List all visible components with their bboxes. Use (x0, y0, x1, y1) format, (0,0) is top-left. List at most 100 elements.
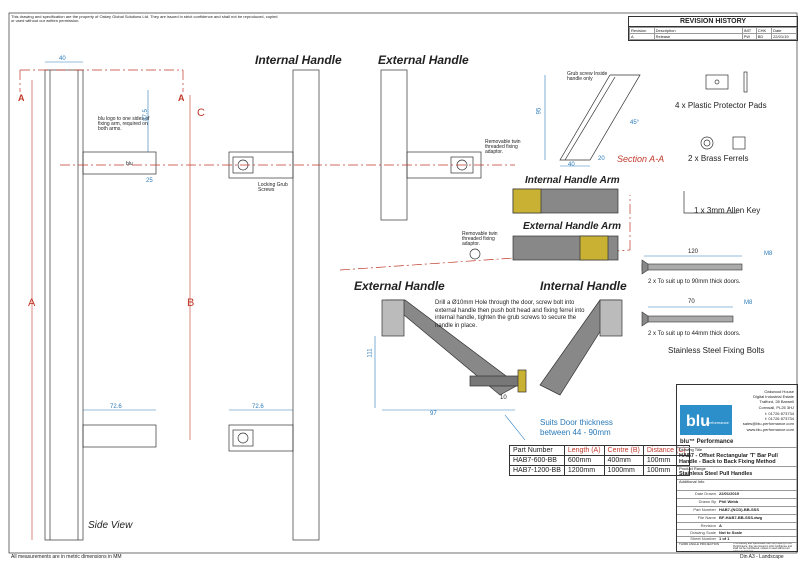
accessory-icons (683, 71, 748, 214)
dim-m8-long: M8 (764, 251, 773, 257)
drawing-title-label: Drawing Title (679, 447, 703, 452)
pt-h1: Length (A) (563, 445, 605, 456)
external-handle-bar (380, 69, 482, 221)
field-value-2: HAB7-(NCD)-BB-SSS (719, 507, 759, 512)
pt-r1c0: HAB7-1200-BB (509, 465, 565, 476)
addr-2: Trafford, 28 Barwell (759, 399, 794, 405)
pt-h0: Part Number (509, 445, 565, 456)
contact-1: f: 01726 873734 (765, 416, 794, 422)
arm-graphics (469, 188, 619, 261)
grub-screw-note: Grub screw Inside handle only (567, 71, 608, 82)
dim-m8-short: M8 (744, 300, 753, 306)
pt-r0c1: 600mm (563, 455, 605, 466)
field-label-6: Sheet Number (690, 536, 716, 541)
dim-25: 25 (146, 178, 153, 184)
external-handle-title-2: External Handle (354, 279, 445, 293)
pt-r1c1: 1200mm (563, 465, 605, 476)
pt-r1c2: 1000mm (603, 465, 644, 476)
adaptor-note-2: Removable twin threaded fixing adaptor. (462, 231, 498, 247)
ferrels-label: 2 x Brass Ferrels (688, 154, 749, 163)
rev-r0c0: A (629, 33, 655, 40)
title-block: Oakwood House Digital Industrial Estate … (676, 384, 798, 552)
field-label-3: File Name (697, 515, 716, 520)
revision-title: REVISION HISTORY (629, 17, 797, 27)
field-label-5: Drawing Scale (690, 530, 716, 535)
company-contact: t: 01726 873734 f: 01726 873734 sales@bl… (743, 411, 794, 432)
addr-0: Oakwood House (764, 389, 794, 394)
external-arm-title: External Handle Arm (523, 221, 621, 232)
field-value-5: Not to Scale (719, 530, 743, 535)
product-range: Stainless Steel Pull Handles (679, 471, 753, 477)
footer-sheet-size: Din A3 - Landscape (740, 554, 784, 560)
footer-measurement-note: All measurements are in metric dimension… (11, 554, 122, 560)
copyright-note: This drawing and specification are the p… (733, 543, 792, 551)
dim-label-c: C (197, 107, 205, 119)
dim-20: 20 (598, 156, 605, 162)
blu-logo-mark: blu (126, 161, 133, 167)
brand-logo: blu Performance (680, 405, 732, 435)
dim-40-section: 40 (568, 162, 575, 168)
pt-h2: Centre (B) (603, 445, 644, 456)
dim-70: 70 (688, 299, 695, 305)
addr-1: Digital Industrial Estate (753, 394, 794, 400)
field-value-4: A (719, 523, 722, 528)
dim-95: 95 (536, 107, 543, 115)
field-value-0: 22/01/2019 (719, 491, 740, 496)
addr-3: Cornwall, PL25 3HJ (758, 404, 794, 410)
bolts-title: Stainless Steel Fixing Bolts (668, 346, 765, 355)
rev-r0c4: 22/01/19 (771, 33, 797, 40)
pads-label: 4 x Plastic Protector Pads (675, 101, 767, 110)
drill-note: Drill a Ø10mm Hole through the door, scr… (435, 300, 585, 329)
adaptor-note: Removable twin threaded fixing adaptor. (485, 139, 521, 155)
drawing-title: HAB7 - Offset Rectangular 'T' Bar Pull H… (679, 453, 778, 466)
side-view-bar (44, 69, 157, 541)
brand-name: blu™ Performance (680, 439, 734, 445)
company-address: Oakwood House Digital Industrial Estate … (753, 389, 794, 410)
dim-72-6-internal: 72.6 (252, 404, 264, 410)
field-value-3: BF-HAB7-BB-SSS.dwg (719, 515, 763, 520)
rev-r0c2: PW (741, 33, 757, 40)
additional-info-label: Additional Info (679, 479, 705, 484)
section-a-a (559, 74, 641, 161)
dim-40: 40 (59, 56, 66, 62)
section-marker-left: A (18, 93, 25, 103)
dim-97: 97 (430, 411, 437, 417)
dim-45-deg: 45° (630, 120, 640, 126)
bolt-44-label: 2 x To suit up to 44mm thick doors. (648, 331, 741, 337)
field-value-6: 1 of 1 (719, 536, 730, 541)
dim-label-a: A (28, 297, 36, 309)
logo-subtext: Performance (706, 420, 729, 425)
field-label-0: Date Drawn (694, 491, 716, 496)
door-thickness-note: Suits Door thickness between 44 - 90mm (540, 418, 613, 437)
back-to-back-assembly (381, 299, 623, 396)
part-number-table: Part Number Length (A) Centre (B) Distan… (509, 445, 690, 476)
field-label-1: Drawn By (698, 499, 716, 504)
dim-10: 10 (500, 395, 507, 401)
field-label-4: Revision (700, 523, 716, 528)
revision-history: REVISION HISTORY Revision Description IN… (628, 16, 798, 41)
side-view-title: Side View (88, 520, 133, 531)
section-marker-right: A (178, 93, 185, 103)
bolt-90-label: 2 x To suit up to 90mm thick doors. (648, 279, 741, 285)
dim-87-5: 87.5 (142, 109, 149, 121)
contact-3: www.blu-performance.com (746, 426, 794, 432)
contact-2: sales@blu-performance.com (742, 421, 794, 427)
allen-key-label: 1 x 3mm Allen Key (694, 206, 761, 215)
rev-r0c3: BD (755, 33, 773, 40)
internal-arm-title: Internal Handle Arm (525, 175, 620, 186)
confidential-note: This drawing and specification are the p… (11, 14, 278, 23)
pt-r1c3: 100mm (642, 465, 690, 476)
dim-120: 120 (688, 249, 699, 255)
internal-handle-bar (228, 69, 320, 541)
internal-handle-title: Internal Handle (255, 53, 342, 67)
blu-logo-note: blu logo to one sides of fixing arm, req… (98, 116, 150, 132)
locking-grub-note: Locking Grub Screws (258, 182, 288, 193)
rev-r0c1: Release (653, 33, 743, 40)
field-label-2: Part Number (693, 507, 716, 512)
pt-r0c2: 400mm (603, 455, 644, 466)
dimension-lines (45, 61, 742, 441)
pt-r0c0: HAB7-600-BB (509, 455, 565, 466)
product-range-label: Product Range (679, 466, 706, 471)
